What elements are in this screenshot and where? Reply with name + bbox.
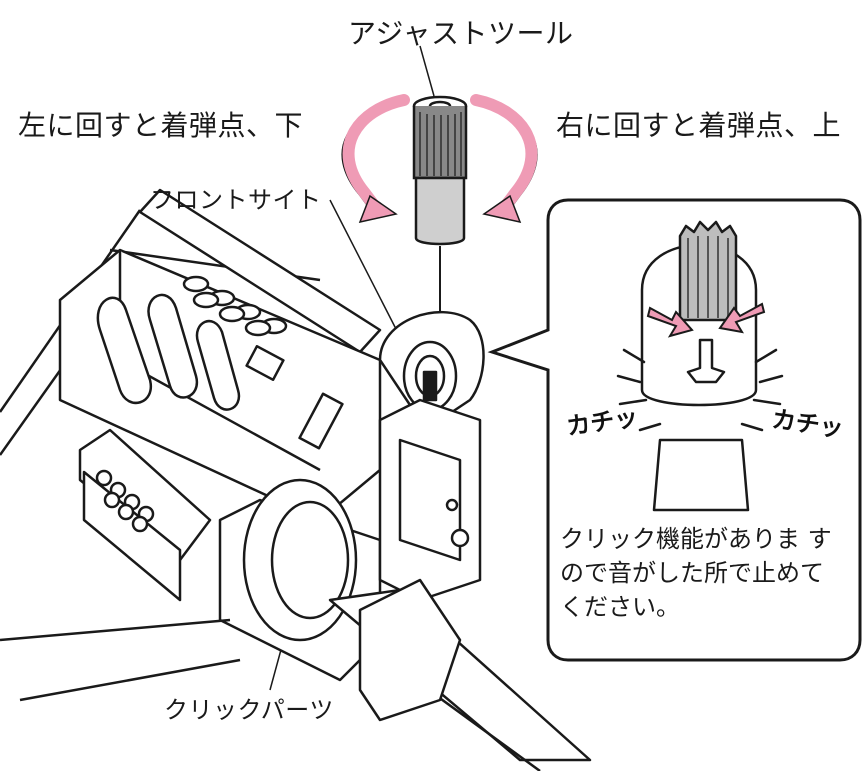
callout-note: クリック機能がありま す ので音がした所で止めて ください。 <box>560 522 858 624</box>
front-sight-label: フロントサイト <box>150 186 322 214</box>
callout-note-line: クリック機能がありま す <box>560 525 832 553</box>
callout-note-line: ください。 <box>560 593 680 621</box>
turn-right-label: 右に回すと着弾点、上 <box>556 109 842 142</box>
callout-note-line: ので音がした所で止めて <box>560 559 824 587</box>
front-sight-drawing <box>358 310 485 722</box>
adjust-tool-drawing <box>412 95 468 340</box>
click-parts-label: クリックパーツ <box>164 696 334 724</box>
turn-left-label: 左に回すと着弾点、下 <box>18 109 304 142</box>
rotate-left-arrow <box>341 94 410 224</box>
adjust-tool-label: アジャストツール <box>348 17 574 50</box>
callout-bubble <box>487 198 862 662</box>
click-direction-arrows <box>646 302 766 338</box>
rail-body <box>0 188 592 771</box>
rotate-right-arrow <box>470 94 538 224</box>
